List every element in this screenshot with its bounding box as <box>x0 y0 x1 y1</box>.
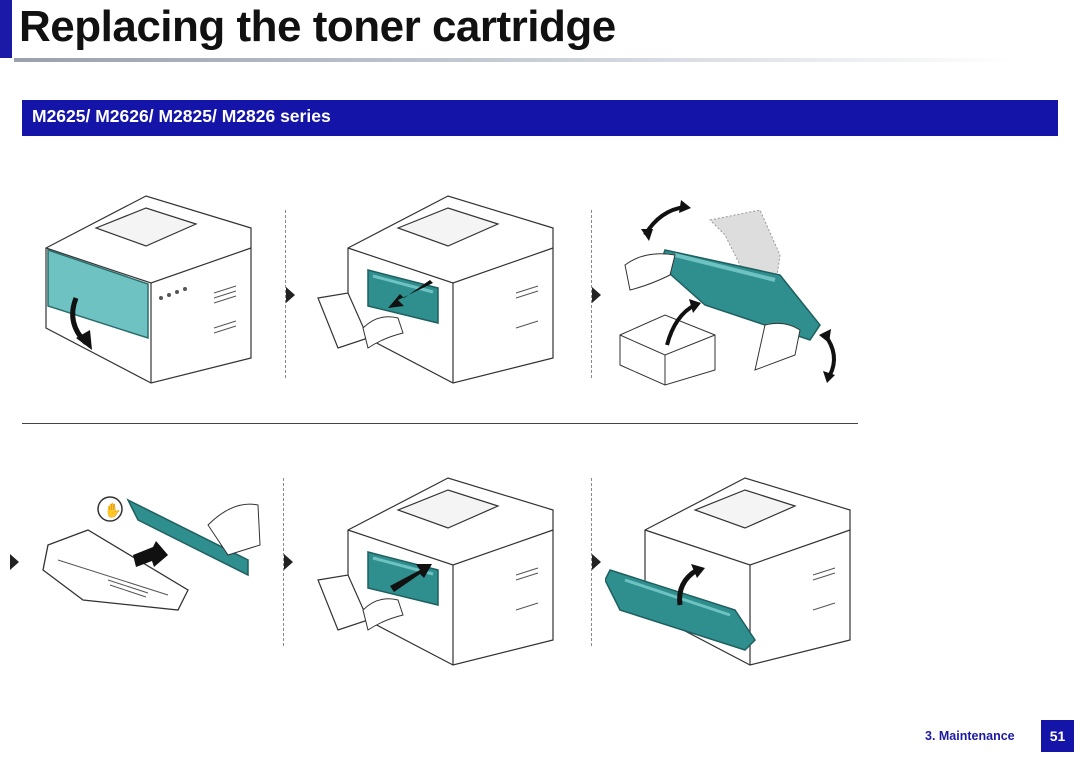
step-unpack-new-cartridge-illustration <box>605 195 855 395</box>
printer-insert-cartridge-illustration <box>317 477 554 666</box>
footer-chapter-label: 3. Maintenance <box>925 729 1015 743</box>
next-step-arrow-icon <box>592 554 601 570</box>
cartridge-unpack-shake-illustration <box>619 200 836 386</box>
step-pull-out-cartridge-illustration <box>308 188 558 388</box>
next-step-arrow-icon <box>286 287 295 303</box>
printer-close-cover-illustration <box>605 477 851 666</box>
title-rule <box>14 58 1014 62</box>
printer-remove-cartridge-illustration <box>317 195 554 384</box>
section-title: M2625/ M2626/ M2825/ M2826 series <box>32 106 331 126</box>
divider-dashed <box>283 478 284 646</box>
step-insert-cartridge-illustration <box>308 470 558 670</box>
divider-dashed <box>591 210 592 378</box>
next-step-arrow-icon <box>284 554 293 570</box>
svg-text:✋: ✋ <box>104 502 121 519</box>
divider-dashed <box>591 478 592 646</box>
hand-icon <box>97 496 123 522</box>
page-title: Replacing the toner cartridge <box>19 2 616 51</box>
section-banner: M2625/ M2626/ M2825/ M2826 series <box>22 100 1058 136</box>
title-accent-bar <box>0 0 12 58</box>
page-number: 51 <box>1041 720 1074 752</box>
step-open-front-cover-illustration <box>36 188 286 388</box>
next-step-arrow-icon <box>592 287 601 303</box>
step-close-front-cover-illustration <box>605 470 855 670</box>
printer-open-cover-illustration <box>45 195 252 384</box>
divider-dashed <box>285 210 286 378</box>
cartridge-remove-cover-illustration: ✋ <box>42 496 261 611</box>
row-divider <box>22 423 858 424</box>
next-step-arrow-icon <box>10 554 19 570</box>
step-remove-protective-cover-illustration: ✋ <box>28 485 278 685</box>
